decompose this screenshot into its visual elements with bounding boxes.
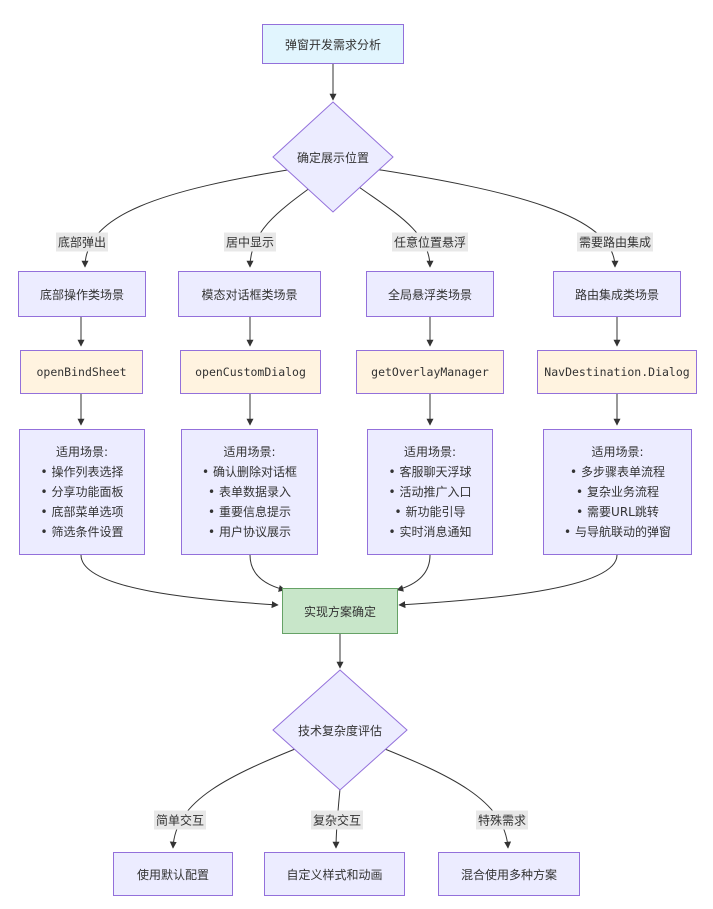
scenes-modal: 适用场景: • 确认删除对话框 • 表单数据录入 • 重要信息提示 • 用户协议… [181,429,318,555]
edge-scenes-bottom-confirm [80,554,279,609]
edge-decision1-center [246,181,319,268]
scenes-float-title: 适用场景: [403,445,457,459]
scenes-route-title: 适用场景: [591,445,644,459]
scenes-bottom-item: • 分享功能面板 [40,485,124,499]
scenes-float-item: • 实时消息通知 [388,525,472,539]
category-route: 路由集成类场景 [553,271,681,317]
scenes-route: 适用场景: • 多步骤表单流程 • 复杂业务流程 • 需要URL跳转 • 与导航… [543,429,692,555]
edge-decision1-routing [367,167,619,268]
scenes-route-item: • 多步骤表单流程 [570,465,665,479]
start-node: 弹窗开发需求分析 [262,24,404,64]
scenes-bottom-item: • 筛选条件设置 [40,525,124,539]
category-float: 全局悬浮类场景 [366,271,494,317]
scenes-float-item: • 活动推广入口 [388,485,472,499]
edge-label-special: 特殊需求 [475,810,529,830]
outcome-simple: 使用默认配置 [113,852,233,896]
category-bottom: 底部操作类场景 [18,271,146,317]
edge-decision1-bottom [81,167,301,268]
edge-decision2-simple [169,744,306,849]
scenes-bottom-title: 适用场景: [55,445,109,459]
edge-scenes-route-confirm [398,554,618,609]
api-route: NavDestination.Dialog [537,350,697,394]
confirm-node: 实现方案确定 [282,588,398,634]
edge-label-anywhere: 任意位置悬浮 [391,232,469,252]
scenes-modal-item: • 表单数据录入 [208,485,291,499]
scenes-bottom-item: • 操作列表选择 [40,465,124,479]
scenes-bottom-item: • 底部菜单选项 [40,505,124,519]
scenes-float: 适用场景: • 客服聊天浮球 • 活动推广入口 • 新功能引导 • 实时消息通知 [367,429,493,555]
scenes-float-item: • 客服聊天浮球 [388,465,472,479]
category-modal: 模态对话框类场景 [178,271,321,317]
edge-decision1-anywhere [351,181,434,268]
api-modal: openCustomDialog [180,350,321,394]
scenes-bottom: 适用场景: • 操作列表选择 • 分享功能面板 • 底部菜单选项 • 筛选条件设… [19,429,145,555]
decision2-diamond [272,669,408,791]
scenes-route-item: • 复杂业务流程 [576,485,659,499]
edge-label-bottom: 底部弹出 [55,232,109,252]
scenes-float-item: • 新功能引导 [394,505,466,519]
edge-decision2-special [374,744,512,849]
edge-label-complex: 复杂交互 [310,810,364,830]
scenes-modal-item: • 用户协议展示 [208,525,291,539]
edge-label-center: 居中显示 [223,232,277,252]
outcome-custom: 自定义样式和动画 [264,852,405,896]
api-float: getOverlayManager [356,350,504,394]
edge-label-routing: 需要路由集成 [576,232,654,252]
scenes-route-item: • 需要URL跳转 [576,505,659,519]
scenes-route-item: • 与导航联动的弹窗 [564,525,671,539]
scenes-modal-item: • 确认删除对话框 [202,465,297,479]
edge-scenes-float-confirm [396,554,431,592]
edge-label-simple: 简单交互 [153,810,207,830]
decision1-diamond [272,101,394,213]
outcome-mixed: 混合使用多种方案 [438,852,580,896]
scenes-modal-item: • 重要信息提示 [208,505,291,519]
edge-scenes-modal-confirm [249,554,286,592]
scenes-modal-title: 适用场景: [223,445,276,459]
api-bottom: openBindSheet [20,350,143,394]
